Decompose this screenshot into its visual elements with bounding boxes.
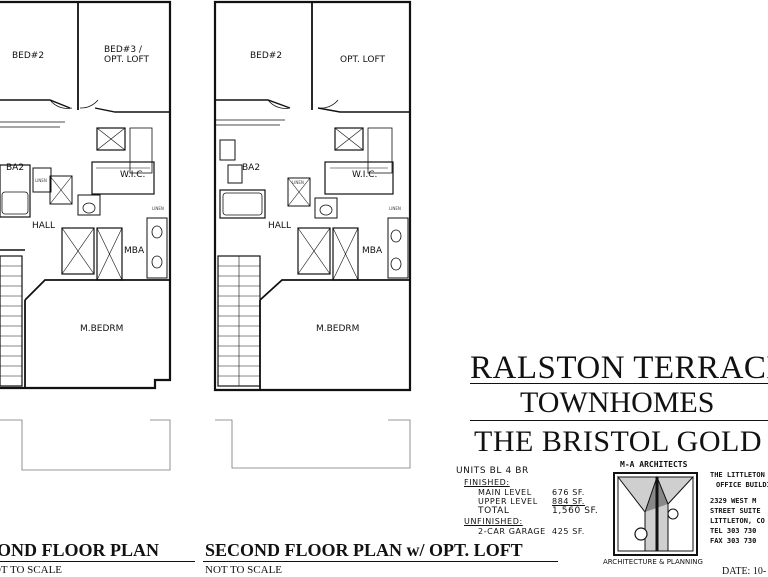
units-garage-label: 2-CAR GARAGE	[478, 527, 546, 536]
units-heading: UNITS BL 4 BR	[456, 466, 529, 476]
left-room-ba2: BA2	[6, 163, 24, 173]
left-room-bed2: BED#2	[12, 51, 44, 61]
right-plan-caption: SECOND FLOOR PLAN w/ OPT. LOFT	[205, 540, 523, 560]
office-line-1: THE LITTLETON	[710, 471, 765, 479]
project-title-line3: THE BRISTOL GOLD	[474, 425, 762, 458]
left-caption-rule	[0, 561, 195, 562]
left-floor-plan	[0, 0, 172, 471]
units-upper-value: 884 SF.	[552, 497, 585, 506]
right-room-loft: OPT. LOFT	[340, 55, 385, 65]
units-main-value: 676 SF.	[552, 488, 585, 497]
left-room-wic: W.I.C.	[120, 170, 145, 180]
architect-tagline: ARCHITECTURE & PLANNING	[603, 558, 703, 566]
project-title-line1: RALSTON TERRACE	[470, 350, 768, 386]
project-title-line2: TOWNHOMES	[520, 386, 715, 419]
right-room-wic: W.I.C.	[352, 170, 377, 180]
right-floor-plan	[213, 0, 412, 469]
left-scale-note: NOT TO SCALE	[0, 564, 63, 576]
left-room-mbedrm: M.BEDRM	[80, 324, 123, 334]
right-room-mba: MBA	[362, 246, 383, 256]
right-room-linen2: LINEN	[389, 206, 401, 211]
units-unfinished: UNFINISHED:	[464, 517, 523, 526]
units-total-label: TOTAL	[478, 506, 510, 516]
right-room-linen: LINEN	[292, 180, 304, 185]
office-line-5: LITTLETON, CO	[710, 517, 765, 525]
left-room-bed3: BED#3 /	[104, 45, 143, 55]
title-rule-1	[470, 383, 768, 384]
units-total-value: 1,560 SF.	[552, 506, 599, 516]
office-line-6: TEL 303 730	[710, 527, 757, 535]
left-room-linen: LINEN	[35, 178, 47, 183]
left-plan-caption: SECOND FLOOR PLAN	[0, 540, 160, 560]
architect-logo-icon	[613, 472, 698, 556]
units-main-label: MAIN LEVEL	[478, 488, 532, 497]
right-room-mbedrm: M.BEDRM	[316, 324, 359, 334]
left-room-bed3-loft: OPT. LOFT	[104, 55, 149, 65]
right-room-ba2: BA2	[242, 163, 260, 173]
right-room-bed2: BED#2	[250, 51, 282, 61]
right-scale-note: NOT TO SCALE	[205, 564, 283, 576]
left-room-linen2: LINEN	[152, 206, 164, 211]
office-line-3: 2329 WEST M	[710, 497, 757, 505]
architect-name: M-A ARCHITECTS	[620, 460, 688, 469]
date-label: DATE: 10-	[722, 566, 767, 577]
right-caption-rule	[203, 561, 558, 562]
office-line-7: FAX 303 730	[710, 537, 757, 545]
title-rule-2	[470, 420, 768, 421]
right-room-hall: HALL	[268, 221, 291, 231]
left-room-hall: HALL	[32, 221, 55, 231]
units-upper-label: UPPER LEVEL	[478, 497, 538, 506]
left-room-mba: MBA	[124, 246, 145, 256]
office-line-2: OFFICE BUILDING	[716, 481, 768, 489]
units-garage-value: 425 SF.	[552, 527, 585, 536]
office-line-4: STREET SUITE	[710, 507, 761, 515]
architect-office-address: THE LITTLETON OFFICE BUILDING 2329 WEST …	[710, 470, 768, 546]
units-finished: FINISHED:	[464, 478, 510, 487]
